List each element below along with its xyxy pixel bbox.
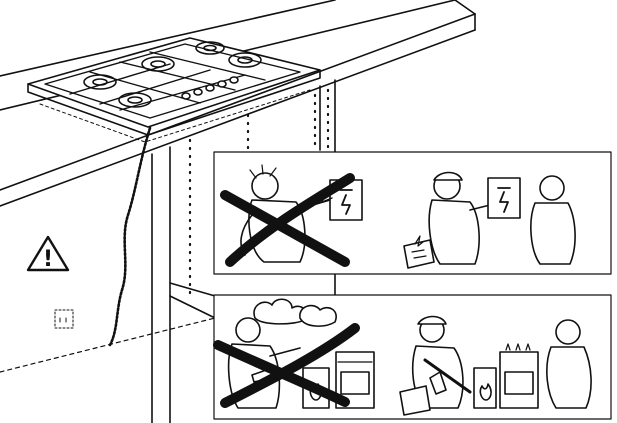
gas-hazard-panel bbox=[213, 294, 612, 420]
electrical-hazard-panel bbox=[213, 151, 612, 275]
onlooker-person-icon bbox=[530, 175, 576, 265]
fuse-box-icon bbox=[487, 177, 521, 219]
gas-stove-icon bbox=[499, 343, 539, 409]
prohibition-cross-icon bbox=[220, 173, 355, 267]
control-knobs bbox=[181, 76, 239, 100]
electrician-icon bbox=[428, 171, 491, 265]
gas-cylinder-flame-icon bbox=[473, 367, 497, 409]
toolbox-icon bbox=[399, 385, 431, 416]
burner-front-right-icon bbox=[228, 52, 262, 68]
burner-rear-right-icon bbox=[195, 41, 225, 55]
onlooker-person-icon bbox=[546, 319, 592, 409]
prohibition-cross-icon bbox=[213, 323, 360, 408]
burner-rear-left-icon bbox=[83, 74, 117, 90]
gas-hob bbox=[27, 37, 321, 347]
burner-front-left-icon bbox=[118, 92, 152, 108]
gas-cloud-icon bbox=[253, 298, 337, 327]
wall-socket-icon bbox=[54, 309, 74, 329]
electrician-toolbox-icon bbox=[403, 239, 435, 269]
warning-triangle-icon: ! bbox=[26, 235, 70, 272]
warning-symbol: ! bbox=[43, 247, 53, 272]
burner-rear-center-icon bbox=[141, 56, 175, 72]
high-voltage-icon bbox=[414, 235, 424, 247]
gas-supply-hose bbox=[108, 126, 152, 347]
